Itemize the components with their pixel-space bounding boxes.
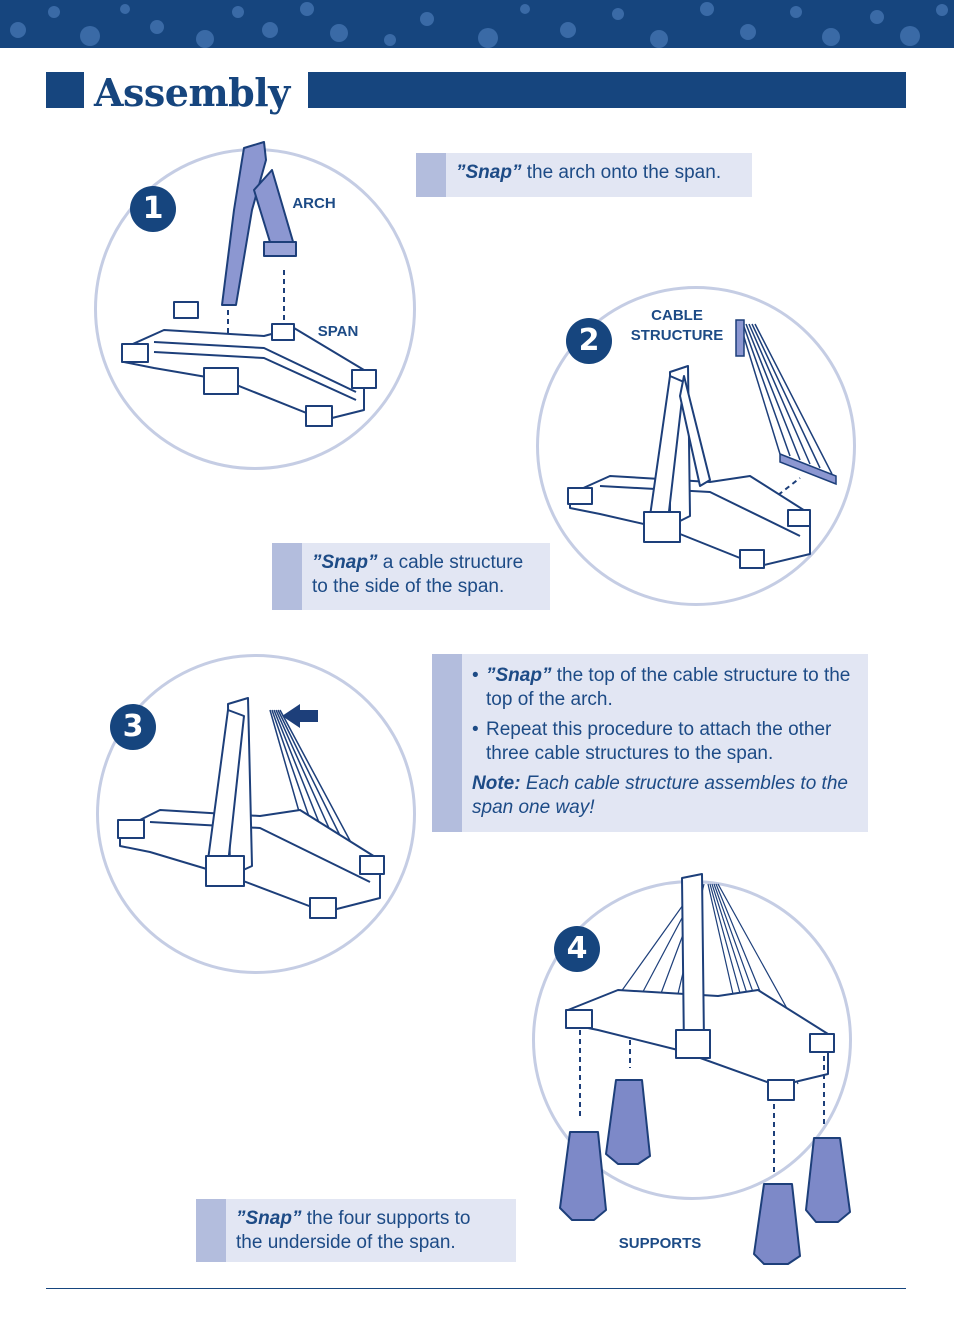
step1-bridge-drawing xyxy=(121,141,377,427)
support-pieces xyxy=(559,1079,851,1265)
step3-bullet-1: ”Snap” the top of the cable structure to… xyxy=(472,664,860,712)
note-tab xyxy=(272,543,302,610)
step2-note: ”Snap” a cable structure to the side of … xyxy=(272,543,550,610)
step1-number: 1 xyxy=(130,186,176,232)
page-title: Assembly xyxy=(94,70,290,115)
step3-caution: Note: Each cable structure assembles to … xyxy=(472,773,848,818)
push-arrow-icon xyxy=(282,704,318,728)
step3-number: 3 xyxy=(110,704,156,750)
title-rule xyxy=(308,72,906,108)
snap-emphasis: ”Snap” xyxy=(312,552,378,573)
note-tab xyxy=(432,654,462,832)
step4-bridge-drawing xyxy=(559,873,851,1265)
snap-emphasis: ”Snap” xyxy=(486,665,552,686)
span-with-arch xyxy=(567,365,811,569)
step1-text: the arch onto the span. xyxy=(521,162,722,183)
step3-bullet-2: Repeat this procedure to attach the othe… xyxy=(472,718,860,766)
cable-structure-label: CABLE STRUCTURE xyxy=(630,307,724,344)
span-piece xyxy=(121,301,377,427)
header-band xyxy=(0,0,954,48)
step3-bridge-drawing xyxy=(117,697,385,919)
footer-rule xyxy=(46,1288,906,1289)
span-label: SPAN xyxy=(317,323,359,340)
title-square xyxy=(46,72,84,108)
step3-illustration xyxy=(96,654,416,974)
snap-emphasis: ”Snap” xyxy=(236,1208,302,1229)
arch-label: ARCH xyxy=(292,195,336,212)
cable-structure-piece xyxy=(735,319,837,486)
step3-note: ”Snap” the top of the cable structure to… xyxy=(432,654,868,832)
step1-note: ”Snap” the arch onto the span. xyxy=(416,153,752,197)
step3-bullets: ”Snap” the top of the cable structure to… xyxy=(472,664,860,766)
step4-note: ”Snap” the four supports to the undersid… xyxy=(196,1199,516,1262)
arch-piece xyxy=(221,141,297,306)
span-with-arch xyxy=(117,697,385,919)
step2-bridge-drawing xyxy=(567,319,837,569)
title-bar: Assembly xyxy=(46,70,906,115)
step2-number: 2 xyxy=(566,318,612,364)
snap-emphasis: ”Snap” xyxy=(456,162,522,183)
note-tab xyxy=(416,153,446,197)
step4-number: 4 xyxy=(554,926,600,972)
note-tab xyxy=(196,1199,226,1262)
supports-label: SUPPORTS xyxy=(618,1235,702,1252)
